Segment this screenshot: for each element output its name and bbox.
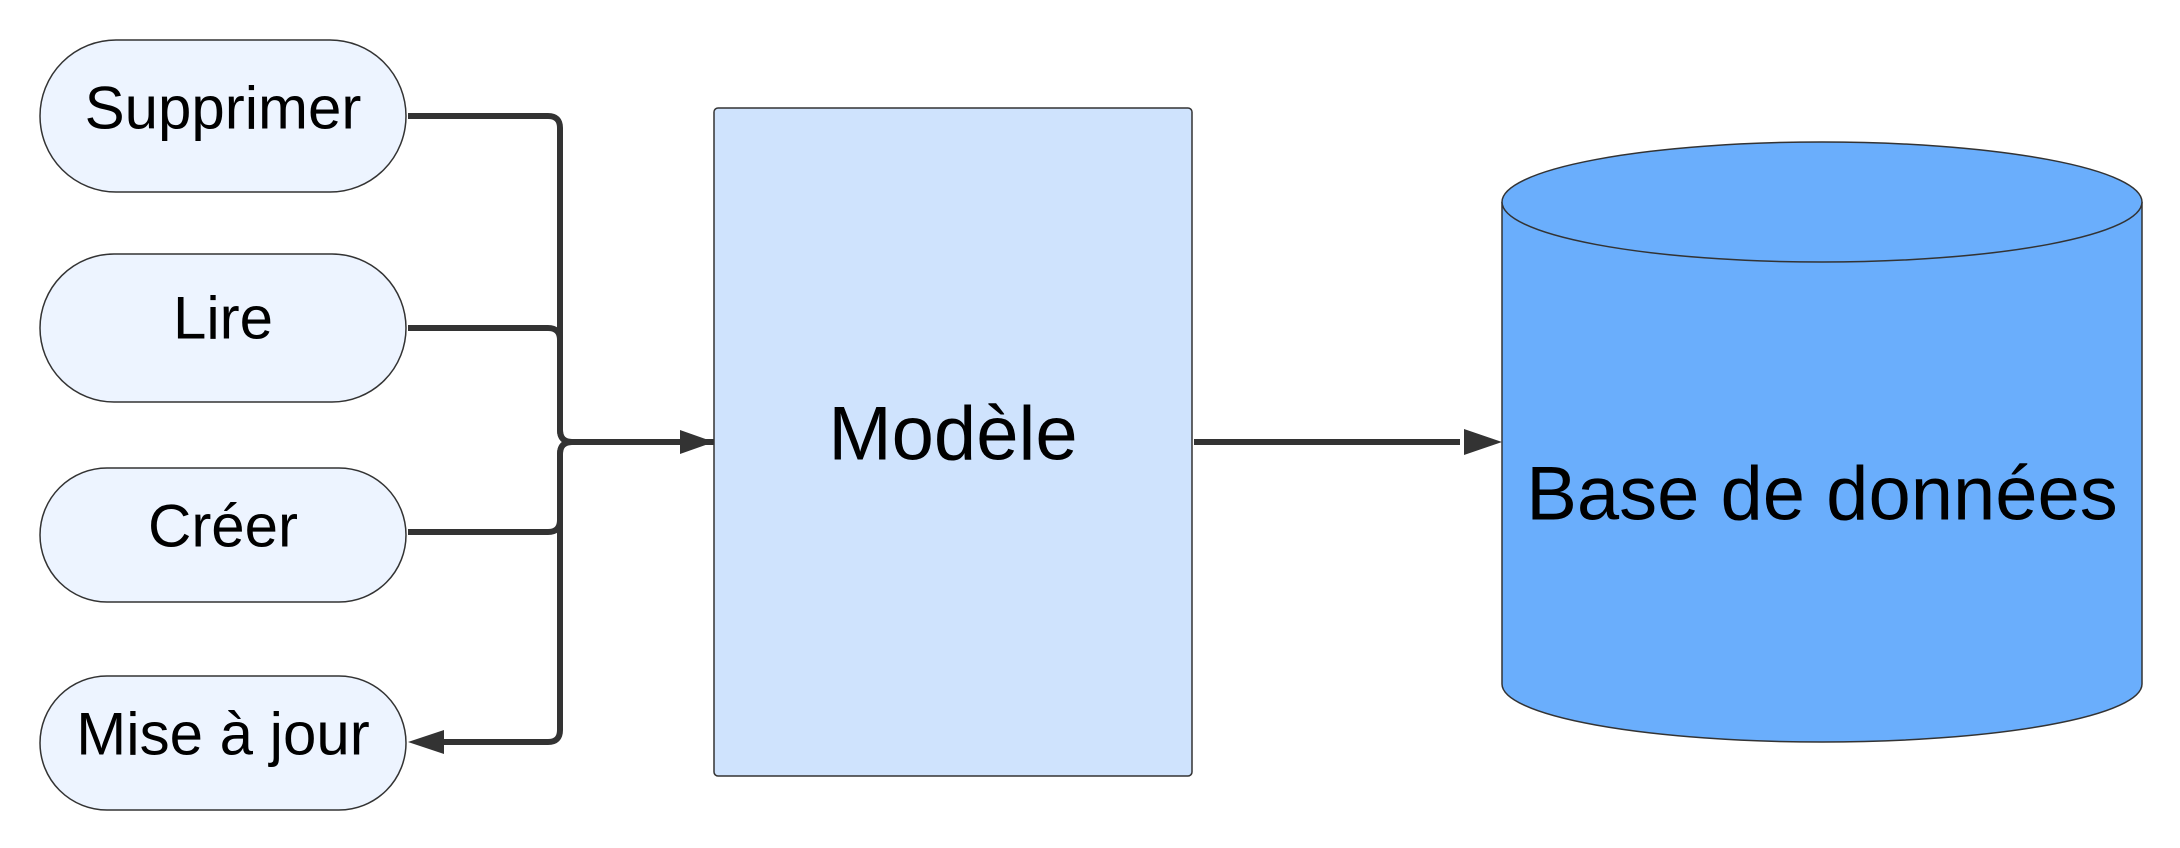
modele-box: Modèle — [713, 107, 1193, 777]
pill-supprimer: Supprimer — [39, 39, 407, 193]
pill-lire: Lire — [39, 253, 407, 403]
connector-mise-a-jour — [440, 439, 714, 745]
arrowheads — [408, 429, 1502, 754]
pill-label-lire: Lire — [173, 285, 273, 352]
arrowhead-to-database — [1464, 429, 1502, 455]
connectors — [408, 113, 1460, 745]
modele-label: Modèle — [828, 392, 1077, 477]
arrowhead-to-modele — [680, 430, 714, 454]
pill-label-supprimer: Supprimer — [85, 75, 362, 142]
pill-creer: Créer — [39, 467, 407, 603]
pill-mise-a-jour: Mise à jour — [39, 675, 407, 811]
pill-label-mise-a-jour: Mise à jour — [76, 701, 369, 768]
database-label: Base de données — [1526, 452, 2118, 537]
arrowhead-to-mise-a-jour — [408, 730, 444, 754]
database-cylinder: Base de données — [1501, 141, 2143, 743]
pill-label-creer: Créer — [148, 493, 298, 560]
connector-lire — [408, 325, 714, 445]
